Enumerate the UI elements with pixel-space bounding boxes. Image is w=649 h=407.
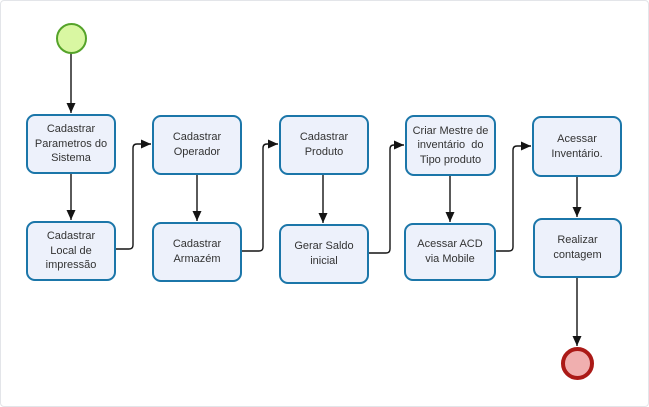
node-label: Cadastrar Armazém xyxy=(172,238,222,265)
node-label: Realizar contagem xyxy=(553,234,602,261)
node-label: Cadastrar Produto xyxy=(299,131,349,158)
flow-node-acessar-acd-via-mobile: Acessar ACD via Mobile xyxy=(404,223,496,281)
flow-node-cadastrar-local-de-impressao: Cadastrar Local de impressão xyxy=(26,221,116,281)
flow-node-acessar-inventario: Acessar Inventário. xyxy=(532,116,622,177)
end-event-circle xyxy=(561,347,594,380)
flow-node-gerar-saldo-inicial: Gerar Saldo inicial xyxy=(279,224,369,284)
node-label: Cadastrar Operador xyxy=(172,131,222,158)
flow-node-realizar-contagem: Realizar contagem xyxy=(533,218,622,278)
connector-acd-to-acessar-inventario xyxy=(496,141,531,252)
connector-local-impressao-to-operador xyxy=(116,139,151,250)
connector-saldo-to-mestre-inventario xyxy=(369,140,404,254)
start-event-circle xyxy=(56,23,87,54)
flow-node-criar-mestre-inventario-tipo-produto: Criar Mestre de inventário do Tipo produ… xyxy=(405,115,496,176)
node-label: Gerar Saldo inicial xyxy=(294,240,354,267)
flow-node-cadastrar-operador: Cadastrar Operador xyxy=(152,115,242,175)
node-label: Cadastrar Local de impressão xyxy=(45,230,97,272)
flow-node-cadastrar-armazem: Cadastrar Armazém xyxy=(152,222,242,282)
flow-node-cadastrar-produto: Cadastrar Produto xyxy=(279,115,369,175)
node-label: Cadastrar Parametros do Sistema xyxy=(34,123,108,165)
flow-node-cadastrar-parametros-do-sistema: Cadastrar Parametros do Sistema xyxy=(26,114,116,174)
node-label: Criar Mestre de inventário do Tipo produ… xyxy=(412,124,489,166)
node-label: Acessar ACD via Mobile xyxy=(417,238,483,265)
node-label: Acessar Inventário. xyxy=(551,132,603,160)
connector-armazem-to-produto xyxy=(242,139,278,252)
